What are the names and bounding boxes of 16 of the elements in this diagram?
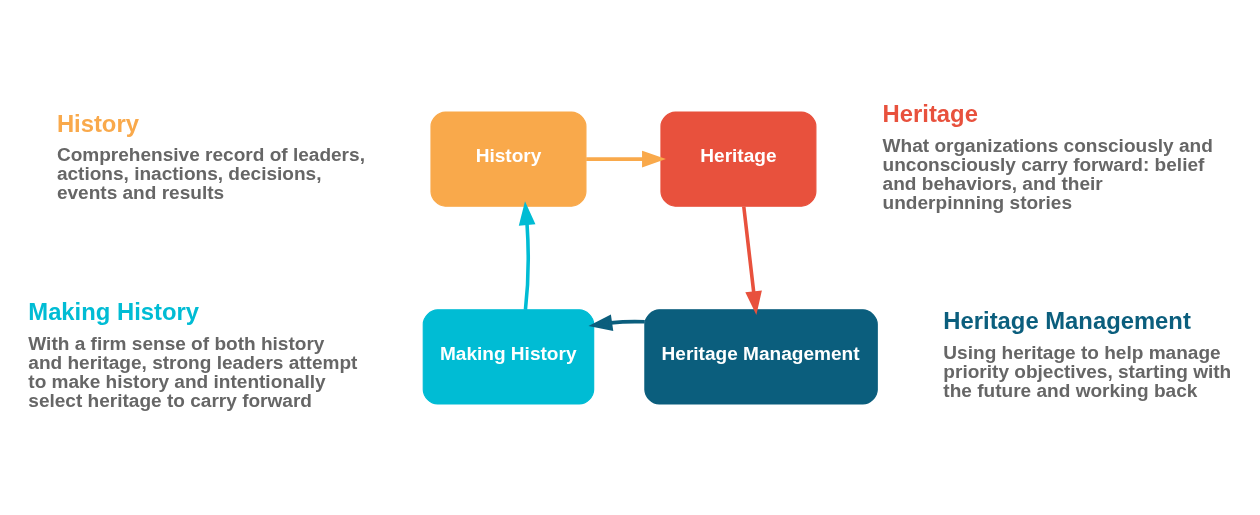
- arrow: [742, 205, 762, 315]
- node-label: Comprehensive record of leaders, actions, inactions, decisions, events and results: [56, 143, 365, 203]
- arrow: [518, 200, 536, 310]
- node-box: Heritage Management: [644, 308, 878, 405]
- node-label: Using heritage to help manage priority objectives, starting with the future and working back: [943, 341, 1232, 401]
- node-label: Heritage: [882, 99, 978, 127]
- node-box: History: [430, 110, 587, 207]
- node-box: Making History: [422, 308, 595, 405]
- node-label: With a firm sense of both history and heritage, strong leaders attempt to make history and intentionally select heritage to carry forward: [28, 332, 358, 411]
- arrow: [588, 313, 645, 331]
- node-box: Heritage: [660, 110, 817, 207]
- arrow: [586, 150, 666, 167]
- node-label: Making History: [28, 297, 199, 325]
- node-label: Heritage Management: [943, 306, 1191, 334]
- node-label: History: [56, 109, 139, 137]
- node-label: What organizations consciously and unconsciously carry forward: belief and behaviors, and their underpinning stories: [882, 134, 1213, 213]
